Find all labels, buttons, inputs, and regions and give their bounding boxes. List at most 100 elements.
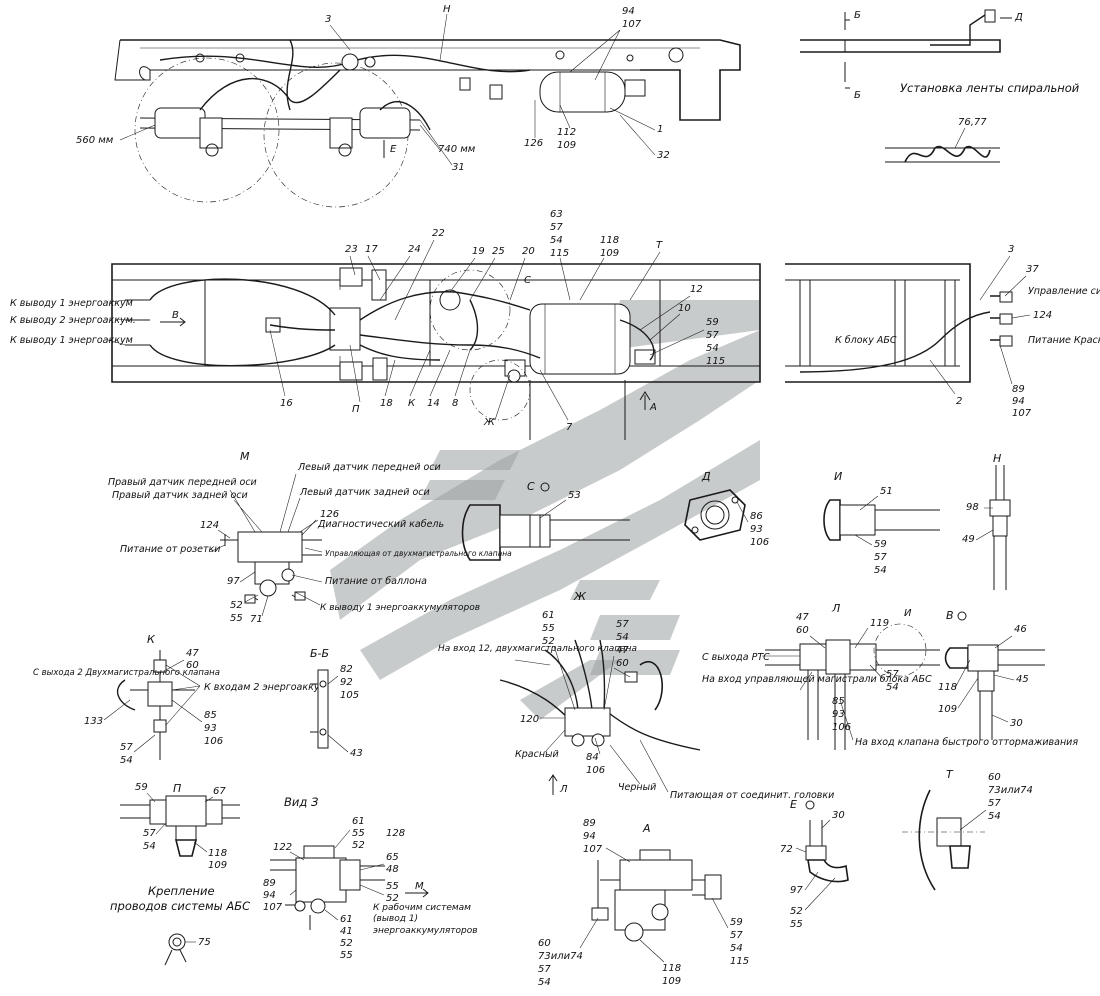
z-pos-52b: 52 bbox=[386, 893, 399, 904]
pos-112: 112 bbox=[557, 127, 576, 138]
t-pos-73or74: 73или74 bbox=[988, 785, 1033, 796]
k-pos-106: 106 bbox=[204, 736, 223, 747]
k-pos-54: 54 bbox=[120, 755, 133, 766]
m-label-tank: Питание от баллона bbox=[325, 576, 427, 587]
z-pos-89: 89 bbox=[263, 878, 276, 889]
plan-pos-23: 23 bbox=[345, 244, 358, 255]
view-z: Вид З 61 55 52 128 122 65 48 89 94 107 5… bbox=[263, 795, 478, 961]
mark-d: Д bbox=[1014, 12, 1023, 23]
m-label-control: Управляющая от двухмагистрального клапан… bbox=[325, 549, 512, 558]
view-zh: Ж На вход 12, двухмагистрального клапана… bbox=[438, 590, 834, 801]
z-pos-94: 94 bbox=[263, 890, 276, 901]
mark-3: 3 bbox=[325, 14, 331, 25]
l-label-quick-release: На вход клапана быстрого оттормаживания bbox=[855, 737, 1078, 748]
z-pos-48: 48 bbox=[386, 864, 399, 875]
plan-pos-17: 17 bbox=[365, 244, 378, 255]
l-pos-60: 60 bbox=[796, 625, 809, 636]
zh-pos-120: 120 bbox=[520, 714, 539, 725]
mark-e: Е bbox=[390, 144, 397, 155]
i-pos-54: 54 bbox=[874, 565, 887, 576]
pos-94: 94 bbox=[622, 6, 635, 17]
k-label-output2: С выхода 2 Двухмагистрального клапана bbox=[33, 668, 220, 678]
abs-mount-pos: 75 bbox=[198, 937, 211, 948]
v-pos-118: 118 bbox=[938, 682, 957, 693]
m-pos-71: 71 bbox=[250, 614, 263, 625]
view-n-title: Н bbox=[993, 452, 1001, 465]
z-pos-55b: 55 bbox=[386, 881, 399, 892]
e-pos-52: 52 bbox=[790, 906, 803, 917]
bb-pos-82: 82 bbox=[340, 664, 353, 675]
p-pos-57: 57 bbox=[143, 828, 156, 839]
view-t-title: Т bbox=[946, 768, 954, 781]
plan-pos-a: А bbox=[649, 402, 657, 413]
k-pos-93: 93 bbox=[204, 723, 217, 734]
view-p-title: П bbox=[173, 782, 181, 795]
a-pos-107: 107 bbox=[583, 844, 603, 855]
a-pos-59: 59 bbox=[730, 917, 743, 928]
z-pos-128: 128 bbox=[386, 828, 405, 839]
right-pos-94: 94 bbox=[1012, 396, 1025, 407]
a-pos-57: 57 bbox=[538, 964, 551, 975]
plan-pos-57: 57 bbox=[550, 222, 563, 233]
plan-pos-22: 22 bbox=[432, 228, 445, 239]
l-pos-85: 85 bbox=[832, 696, 845, 707]
bb-pos-105: 105 bbox=[340, 690, 359, 701]
view-v: В 46 45 118 109 30 bbox=[938, 609, 1045, 740]
zh-label-red: Красный bbox=[515, 749, 559, 760]
i-pos-57: 57 bbox=[874, 552, 887, 563]
e-pos-72: 72 bbox=[780, 844, 793, 855]
zh-pos-106: 106 bbox=[586, 765, 605, 776]
view-z-title: Вид З bbox=[284, 795, 319, 809]
k-pos-57: 57 bbox=[120, 742, 133, 753]
right-pos-107: 107 bbox=[1012, 408, 1032, 419]
view-bb-title: Б-Б bbox=[310, 647, 329, 660]
plan-mid-115: 115 bbox=[706, 356, 725, 367]
v-pos-109: 109 bbox=[938, 704, 957, 715]
e-pos-30: 30 bbox=[832, 810, 845, 821]
view-i-title: И bbox=[834, 470, 842, 483]
plan-view-right: К блоку АБС Управление синий Питание Кра… bbox=[785, 244, 1100, 419]
l-pos-i: И bbox=[904, 608, 912, 619]
plan-arrow-v: В bbox=[172, 310, 179, 321]
view-n: Н 98 49 bbox=[962, 452, 1011, 590]
a-pos-89: 89 bbox=[583, 818, 596, 829]
v-pos-30: 30 bbox=[1010, 718, 1023, 729]
a-pos-57b: 57 bbox=[730, 930, 743, 941]
top-side-view: 560 мм 740 мм 3 Н Е 94 107 126 112 109 1… bbox=[76, 4, 741, 208]
plan-mid-59: 59 bbox=[706, 317, 719, 328]
plan-pos-63: 63 bbox=[550, 209, 563, 220]
view-k: К С выхода 2 Двухмагистрального клапана … bbox=[33, 633, 330, 766]
e-pos-55: 55 bbox=[790, 919, 803, 930]
zh-pos-47: 47 bbox=[616, 645, 629, 656]
l-pos-57: 57 bbox=[886, 669, 899, 680]
c-pos-53: 53 bbox=[568, 490, 581, 501]
view-a: А 89 94 107 60 73или74 57 54 59 57 54 11… bbox=[538, 818, 749, 988]
view-m: М Правый датчик передней оси Правый датч… bbox=[108, 450, 512, 625]
l-pos-119: 119 bbox=[870, 618, 889, 629]
l-pos-54: 54 bbox=[886, 682, 899, 693]
plan-pos-8: 8 bbox=[452, 398, 458, 409]
view-a-title: А bbox=[642, 822, 651, 835]
plan-pos-115: 115 bbox=[550, 248, 569, 259]
k-pos-85: 85 bbox=[204, 710, 217, 721]
m-label-diagnostic: Диагностический кабель bbox=[317, 519, 444, 530]
plan-pos-t: Т bbox=[656, 240, 663, 251]
plan-left-label-2: К выводу 2 энергоаккум. bbox=[10, 315, 136, 326]
m-pos-55: 55 bbox=[230, 613, 243, 624]
m-pos-126: 126 bbox=[320, 509, 339, 520]
zh-label-black: Черный bbox=[618, 782, 656, 793]
abs-mount-title-1: Крепление bbox=[148, 884, 215, 898]
abs-block-label: К блоку АБС bbox=[835, 335, 897, 346]
view-d-title: Д bbox=[701, 470, 711, 483]
right-pos-3: 3 bbox=[1008, 244, 1014, 255]
view-c-title: С bbox=[527, 480, 535, 493]
i-pos-51: 51 bbox=[880, 486, 893, 497]
zh-pos-54: 54 bbox=[616, 632, 629, 643]
plan-pos-14: 14 bbox=[427, 398, 440, 409]
plan-mid-57: 57 bbox=[706, 330, 719, 341]
plan-pos-12: 12 bbox=[690, 284, 703, 295]
plan-pos-c: С bbox=[524, 275, 531, 286]
rail-section-b: Б Б Д bbox=[800, 9, 1023, 101]
a-pos-54: 54 bbox=[538, 977, 551, 988]
plan-pos-10: 10 bbox=[678, 303, 691, 314]
